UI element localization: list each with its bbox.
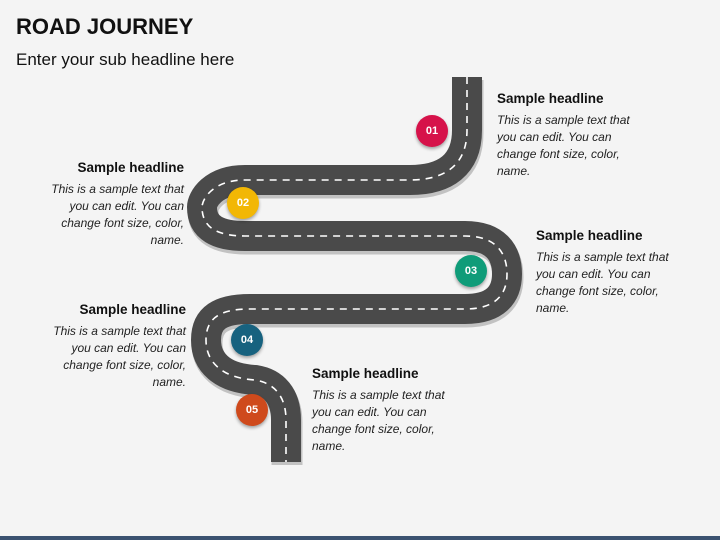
step-body: This is a sample text that you can edit.… [536, 250, 669, 315]
step-body: This is a sample text that you can edit.… [497, 113, 630, 178]
step-badge-04: 04 [231, 324, 263, 356]
page-title: ROAD JOURNEY [16, 14, 194, 39]
step-headline: Sample headline [77, 160, 184, 175]
step-body: This is a sample text that you can edit.… [53, 324, 186, 389]
page-subtitle: Enter your sub headline here [16, 50, 235, 69]
step-headline: Sample headline [497, 91, 604, 106]
step-text-05: Sample headline This is a sample text th… [312, 366, 452, 455]
step-text-03: Sample headline This is a sample text th… [536, 228, 676, 317]
step-text-04: Sample headline This is a sample text th… [46, 302, 186, 391]
step-badge-05: 05 [236, 394, 268, 426]
step-headline: Sample headline [312, 366, 419, 381]
step-badge-01: 01 [416, 115, 448, 147]
step-headline: Sample headline [536, 228, 643, 243]
step-text-01: Sample headline This is a sample text th… [497, 91, 637, 180]
step-headline: Sample headline [79, 302, 186, 317]
step-badge-02: 02 [227, 187, 259, 219]
step-body: This is a sample text that you can edit.… [51, 182, 184, 247]
bottom-accent-bar [0, 536, 720, 540]
step-text-02: Sample headline This is a sample text th… [44, 160, 184, 249]
road-markings [201, 77, 508, 462]
step-body: This is a sample text that you can edit.… [312, 388, 445, 453]
step-badge-03: 03 [455, 255, 487, 287]
